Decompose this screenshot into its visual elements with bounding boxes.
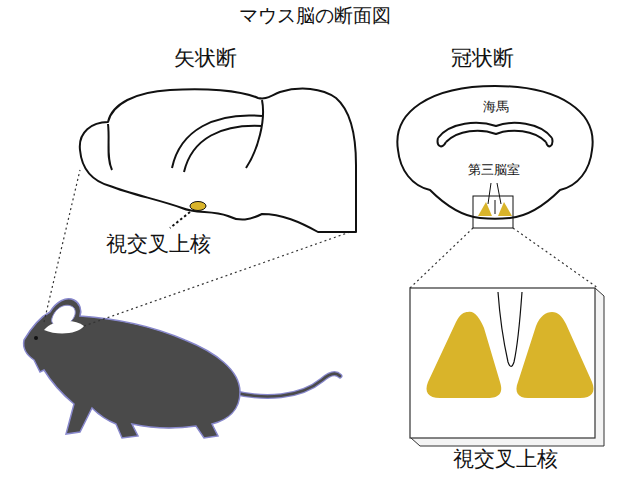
- inset-sheet-depth: [411, 288, 604, 446]
- third-ventricle: [495, 200, 496, 214]
- sagittal-hippocampus: [184, 126, 262, 172]
- sagittal-fold: [108, 124, 112, 170]
- mouse-brain-window: [44, 321, 84, 333]
- coronal-hippocampus: [438, 138, 553, 146]
- projection-line: [513, 228, 598, 288]
- structure-label: 第三脳室: [468, 162, 520, 178]
- mouse-eye: [34, 336, 38, 340]
- projection-line: [410, 228, 473, 288]
- structure-label: 視交叉上核: [106, 232, 211, 257]
- sagittal-brain: [80, 89, 356, 232]
- leader-line: [488, 183, 491, 204]
- suprachiasmatic-nucleus: [190, 202, 206, 211]
- sagittal-outline: [80, 89, 356, 232]
- structure-label: 視交叉上核: [453, 447, 558, 472]
- inset-nucleus: [427, 312, 502, 398]
- sagittal-fold: [246, 100, 263, 168]
- mouse-tail: [232, 374, 340, 397]
- inset-nucleus: [516, 312, 593, 398]
- zoom-inset: [410, 288, 604, 446]
- mouse-tail: [232, 374, 340, 397]
- leader-line: [497, 183, 501, 204]
- suprachiasmatic-nucleus: [498, 202, 512, 216]
- suprachiasmatic-nucleus: [478, 202, 492, 216]
- figure-title: マウス脳の断面図: [239, 4, 391, 27]
- leader-line: [170, 212, 190, 228]
- section-heading: 冠状断: [451, 46, 514, 71]
- mouse-body: [24, 299, 240, 438]
- projection-line: [84, 232, 350, 326]
- coronal-outline: [397, 86, 592, 219]
- mouse-figure: [24, 299, 340, 438]
- zoom-box: [473, 196, 513, 228]
- sagittal-hippocampus: [172, 115, 262, 168]
- coronal-brain: [397, 86, 592, 219]
- structure-label: 海馬: [483, 99, 509, 115]
- inset-sheet: [410, 288, 595, 438]
- coronal-hippocampus: [446, 131, 546, 142]
- projection-line: [44, 170, 80, 322]
- inset-third-ventricle: [498, 292, 522, 367]
- section-heading: 矢状断: [174, 46, 237, 71]
